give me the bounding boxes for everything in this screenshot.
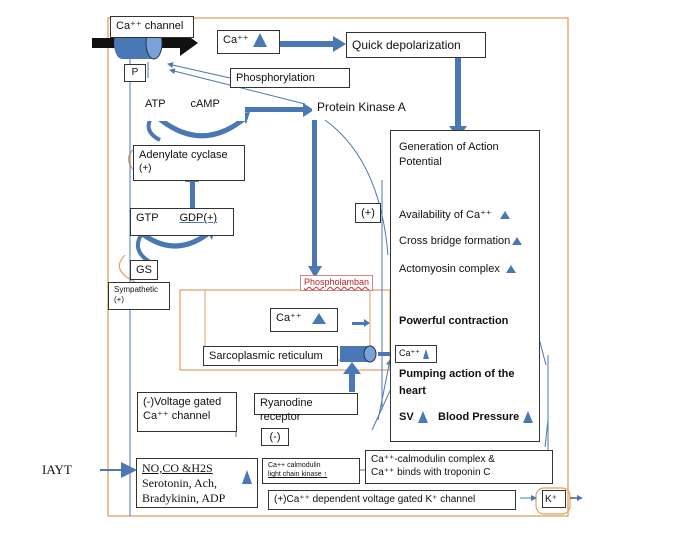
ca-calmodulin-small-node: Ca++ calmodulin light chain kinase ↑ bbox=[262, 458, 360, 484]
up-arrow-icon bbox=[311, 312, 326, 324]
sympathetic-plus: (+) bbox=[114, 294, 124, 304]
up-arrow-icon bbox=[512, 237, 523, 246]
ap-title-1: Generation of Action bbox=[399, 141, 499, 153]
ca-sr-label: Ca⁺⁺ bbox=[276, 312, 302, 324]
sv-text: SV bbox=[399, 411, 414, 423]
pumping-line2: heart bbox=[399, 385, 426, 397]
quick-depolarization-node: Quick depolarization bbox=[346, 32, 486, 58]
bradykinin-label: Bradykinin, ADP bbox=[142, 491, 226, 505]
ca-sr-node: Ca⁺⁺ bbox=[270, 308, 338, 332]
adenylate-plus: (+) bbox=[139, 163, 152, 175]
phosphate-label: P bbox=[124, 64, 146, 82]
up-arrow-icon bbox=[499, 211, 510, 220]
gs-node: GS bbox=[130, 260, 158, 280]
adenylate-cyclase-node: Adenylate cyclase (+) bbox=[133, 145, 245, 181]
voltage-gated-line1: (-)Voltage gated bbox=[143, 396, 222, 408]
calmodulin-line2: Ca⁺⁺ binds with troponin C bbox=[371, 467, 491, 478]
pumping-line1: Pumping action of the bbox=[399, 368, 515, 380]
phospholamban-label: Phospholamban bbox=[300, 275, 374, 291]
k-channel-node: (+)Ca⁺⁺ dependent voltage gated K⁺ chann… bbox=[268, 490, 516, 510]
no-co-h2s-node: NO,CO &H2S Serotonin, Ach, Bradykinin, A… bbox=[136, 458, 258, 508]
ca-channel-label: Ca⁺⁺ channel bbox=[110, 16, 194, 38]
up-arrow-icon bbox=[505, 265, 516, 274]
blood-pressure-label: Blood Pressure bbox=[438, 410, 534, 424]
up-arrow-icon bbox=[417, 411, 428, 424]
ryanodine-receptor-node: Ryanodine receptor bbox=[254, 393, 358, 423]
gtp-gdp-node: GTP GDP(+) bbox=[130, 208, 234, 236]
bp-text: Blood Pressure bbox=[438, 411, 520, 423]
plus-mid-node: (+) bbox=[355, 203, 381, 223]
iayt-label: IAYT bbox=[42, 462, 72, 477]
protein-kinase-a-node: Protein Kinase A bbox=[312, 98, 416, 120]
up-arrow-icon bbox=[523, 411, 534, 424]
adenylate-label: Adenylate cyclase bbox=[139, 149, 228, 161]
ca-small-label: Ca⁺⁺ bbox=[399, 348, 421, 358]
k-plus-node: K⁺ bbox=[542, 490, 566, 508]
up-arrow-icon bbox=[242, 470, 252, 484]
ca-small-node: Ca⁺⁺ bbox=[395, 345, 437, 363]
calmodulin-small-line2: light chain kinase ↑ bbox=[268, 471, 328, 479]
ca-top-label: Ca⁺⁺ bbox=[223, 34, 249, 46]
voltage-gated-line2: Ca⁺⁺ channel bbox=[143, 410, 211, 423]
ap-title-2: Potential bbox=[399, 156, 442, 168]
actomyosin-text: Actomyosin complex bbox=[399, 263, 500, 275]
calmodulin-line1: Ca⁺⁺-calmodulin complex & bbox=[371, 454, 495, 465]
powerful-contraction-label: Powerful contraction bbox=[399, 315, 509, 327]
up-arrow-icon bbox=[252, 33, 267, 48]
cross-bridge-text: Cross bridge formation bbox=[399, 235, 511, 247]
availability-label: Availability of Ca⁺⁺ bbox=[399, 208, 510, 222]
minus-node: (-) bbox=[261, 428, 289, 446]
gdp-label: GDP(+) bbox=[179, 212, 218, 224]
atp-label: ATP bbox=[145, 98, 166, 110]
camp-label: cAMP bbox=[190, 98, 220, 110]
phosphorylation-node: Phosphorylation bbox=[230, 68, 350, 88]
serotonin-label: Serotonin, Ach, bbox=[142, 476, 217, 490]
sv-label: SV bbox=[399, 410, 428, 424]
sympathetic-label: Sympathetic bbox=[114, 285, 159, 294]
actomyosin-label: Actomyosin complex bbox=[399, 262, 516, 276]
sympathetic-node: Sympathetic (+) bbox=[108, 282, 170, 310]
action-potential-panel bbox=[390, 130, 540, 442]
voltage-gated-ca-node: (-)Voltage gated Ca⁺⁺ channel bbox=[137, 392, 237, 432]
availability-text: Availability of Ca⁺⁺ bbox=[399, 209, 492, 221]
atp-camp-node: ATP cAMP bbox=[140, 95, 245, 121]
up-arrow-icon bbox=[423, 348, 430, 359]
ca-calmodulin-node: Ca⁺⁺-calmodulin complex & Ca⁺⁺ binds wit… bbox=[365, 450, 553, 484]
calmodulin-small-line1: Ca++ calmodulin bbox=[268, 462, 321, 469]
ca-increase-node: Ca⁺⁺ bbox=[217, 30, 280, 54]
no-co-label: NO,CO &H2S bbox=[142, 461, 213, 475]
sarcoplasmic-reticulum-node: Sarcoplasmic reticulum bbox=[203, 346, 338, 366]
gtp-label: GTP bbox=[136, 212, 159, 224]
cross-bridge-label: Cross bridge formation bbox=[399, 234, 523, 248]
